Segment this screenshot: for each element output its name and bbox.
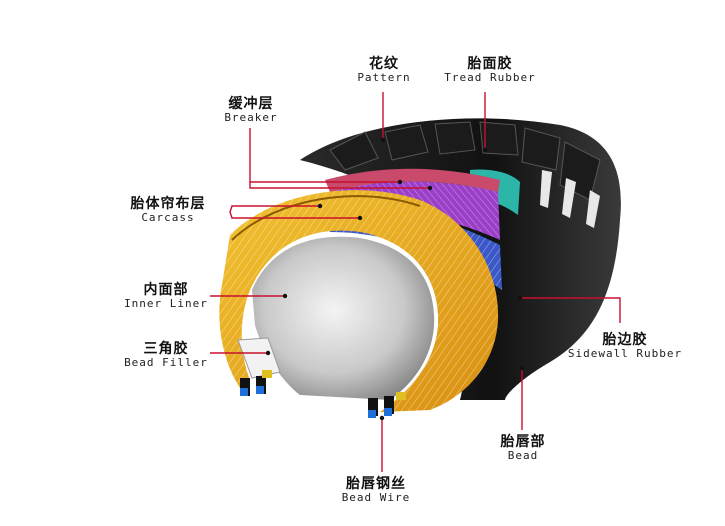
label-breaker-zh: 缓冲层 — [228, 96, 274, 112]
inner-liner-shape — [252, 236, 435, 400]
label-bead-zh: 胎唇部 — [500, 434, 546, 450]
label-tread-rubber-en: Tread Rubber — [444, 71, 536, 85]
label-bead: 胎唇部 Bead — [490, 434, 556, 463]
label-breaker: 缓冲层 Breaker — [215, 96, 287, 125]
label-pattern-en: Pattern — [357, 71, 411, 85]
label-bead-filler-zh: 三角胶 — [143, 341, 189, 357]
tread-grooves — [540, 170, 600, 228]
label-bead-wire: 胎唇钢丝 Bead Wire — [330, 476, 422, 505]
label-carcass-zh: 胎体帘布层 — [130, 196, 206, 212]
label-bead-wire-en: Bead Wire — [341, 491, 411, 505]
label-bead-en: Bead — [507, 449, 539, 463]
label-bead-filler: 三角胶 Bead Filler — [120, 341, 212, 370]
label-carcass-en: Carcass — [141, 211, 195, 225]
label-sidewall-rubber: 胎边胶 Sidewall Rubber — [565, 332, 685, 361]
label-sidewall-rubber-en: Sidewall Rubber — [567, 347, 683, 361]
label-tread-rubber-zh: 胎面胶 — [467, 56, 513, 72]
bead-wire-left — [240, 370, 272, 396]
label-tread-rubber: 胎面胶 Tread Rubber — [440, 56, 540, 85]
label-inner-liner: 内面部 Inner Liner — [120, 282, 212, 311]
label-inner-liner-zh: 内面部 — [143, 282, 189, 298]
leader-endpoints — [265, 137, 525, 421]
label-pattern-zh: 花纹 — [369, 56, 399, 72]
breaker-layer-red — [325, 168, 500, 192]
label-carcass: 胎体帘布层 Carcass — [120, 196, 216, 225]
leader-lines — [210, 92, 621, 472]
label-bead-filler-en: Bead Filler — [124, 356, 208, 370]
bead-filler-shape — [237, 337, 281, 379]
bead-wire-right — [368, 392, 406, 418]
tread-pattern-blocks — [329, 121, 601, 201]
label-breaker-en: Breaker — [224, 111, 278, 125]
label-sidewall-rubber-zh: 胎边胶 — [602, 332, 648, 348]
label-inner-liner-en: Inner Liner — [124, 297, 208, 311]
label-bead-wire-zh: 胎唇钢丝 — [346, 476, 406, 492]
label-pattern: 花纹 Pattern — [345, 56, 423, 85]
